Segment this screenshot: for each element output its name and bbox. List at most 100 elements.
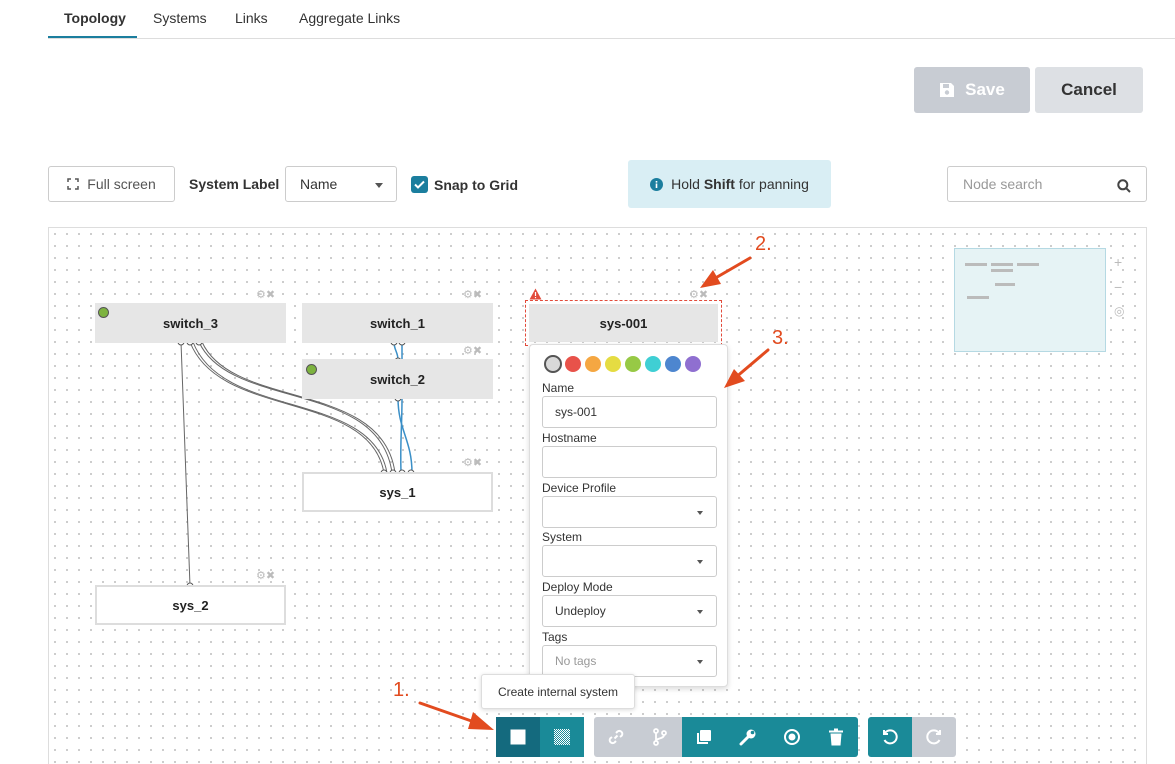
- checkmark-icon: [414, 180, 425, 189]
- node-label: switch_1: [370, 315, 425, 331]
- create-internal-system-button[interactable]: [496, 717, 540, 757]
- expand-icon: [67, 178, 80, 190]
- target-button[interactable]: [770, 717, 814, 757]
- tab-aggregate-links[interactable]: Aggregate Links: [299, 10, 401, 26]
- undo-button[interactable]: [868, 717, 912, 757]
- undo-icon: [883, 729, 898, 745]
- zoom-out-icon[interactable]: −: [1114, 279, 1123, 295]
- gear-icon[interactable]: ⚙✖: [689, 289, 709, 301]
- tags-label: Tags: [542, 630, 568, 644]
- branch-icon: [653, 728, 667, 746]
- node-switch-2[interactable]: switch_2: [302, 359, 493, 399]
- square-icon: [510, 729, 526, 745]
- system-label: System: [542, 530, 583, 544]
- node-label: sys_2: [172, 597, 209, 613]
- redo-icon: [926, 729, 941, 745]
- annotation-label-3: 3.: [772, 327, 789, 349]
- node-label: sys-001: [599, 315, 648, 331]
- link-switch3-sys2: [180, 341, 191, 587]
- chevron-down-icon: [697, 560, 703, 564]
- gear-icon[interactable]: ⚙✖: [463, 289, 483, 301]
- color-swatch-cyan[interactable]: [645, 356, 661, 372]
- tab-links[interactable]: Links: [235, 10, 268, 26]
- tab-topology[interactable]: Topology: [64, 10, 126, 26]
- tooltip-text: Create internal system: [497, 684, 619, 699]
- gear-icon[interactable]: ⚙✖: [463, 345, 483, 357]
- floppy-disk-icon: [940, 83, 955, 97]
- node-sys-001[interactable]: sys-001: [525, 300, 722, 346]
- system-label-label: System Label: [189, 176, 280, 192]
- node-search-placeholder: Node search: [963, 176, 1043, 192]
- link-switch3-sys1-a: [189, 341, 385, 474]
- node-properties-popover: Name sys-001 Hostname Device Profile Sys…: [529, 344, 728, 687]
- node-sys-2[interactable]: sys_2: [95, 585, 286, 625]
- snap-to-grid-label: Snap to Grid: [434, 177, 518, 193]
- cancel-button-label: Cancel: [1061, 80, 1117, 99]
- zoom-reset-icon[interactable]: ◎: [1114, 304, 1125, 318]
- node-search-input[interactable]: Node search: [947, 166, 1147, 202]
- name-value: sys-001: [555, 405, 598, 419]
- node-label: switch_2: [370, 371, 425, 387]
- info-prefix: Hold: [671, 176, 700, 192]
- edit-properties-button[interactable]: [726, 717, 770, 757]
- node-switch-3[interactable]: switch_3: [95, 303, 286, 343]
- color-swatch-purple[interactable]: [685, 356, 701, 372]
- system-select[interactable]: [542, 545, 717, 577]
- color-swatch-gray[interactable]: [544, 355, 562, 373]
- tags-placeholder: No tags: [555, 654, 597, 668]
- color-swatch-green[interactable]: [625, 356, 641, 372]
- color-swatch-red[interactable]: [565, 356, 581, 372]
- gear-icon[interactable]: ⚙✖: [463, 457, 483, 469]
- link-switch3-sys1-a2: [192, 341, 388, 474]
- chevron-down-icon: [697, 610, 703, 614]
- color-swatch-yellow[interactable]: [605, 356, 621, 372]
- color-swatch-blue[interactable]: [665, 356, 681, 372]
- gear-icon[interactable]: ⚙✖: [256, 570, 276, 582]
- copy-icon: [697, 730, 711, 744]
- color-swatch-orange[interactable]: [585, 356, 601, 372]
- hostname-input[interactable]: [542, 446, 717, 478]
- device-profile-select[interactable]: [542, 496, 717, 528]
- deploy-mode-select[interactable]: Undeploy: [542, 595, 717, 627]
- deploy-mode-label: Deploy Mode: [542, 580, 613, 594]
- snap-to-grid-checkbox[interactable]: [411, 176, 428, 193]
- minimap[interactable]: [954, 248, 1106, 352]
- redo-button[interactable]: [912, 717, 956, 757]
- checkered-square-icon: [554, 729, 570, 745]
- name-input[interactable]: sys-001: [542, 396, 717, 428]
- create-link-button[interactable]: [594, 717, 638, 757]
- node-switch-1[interactable]: switch_1: [302, 303, 493, 343]
- save-button-label: Save: [965, 80, 1005, 99]
- annotation-label-1: 1.: [393, 679, 410, 701]
- info-text: Hold Shift for panning: [671, 176, 809, 192]
- wrench-icon: [739, 729, 756, 746]
- info-suffix: for panning: [738, 176, 809, 192]
- chevron-down-icon: [697, 660, 703, 664]
- panning-info-banner: Hold Shift for panning: [628, 160, 831, 208]
- target-icon: [784, 729, 800, 745]
- delete-button[interactable]: [814, 717, 858, 757]
- active-tab-indicator: [48, 36, 137, 38]
- deploy-mode-value: Undeploy: [555, 604, 606, 618]
- cancel-button[interactable]: Cancel: [1035, 67, 1143, 113]
- create-branch-button[interactable]: [638, 717, 682, 757]
- full-screen-button[interactable]: Full screen: [48, 166, 175, 202]
- tab-systems[interactable]: Systems: [153, 10, 207, 26]
- link-switch2-sys1-b: [399, 397, 403, 474]
- zoom-in-icon[interactable]: +: [1114, 254, 1123, 270]
- chevron-down-icon: [375, 183, 383, 188]
- node-label: switch_3: [163, 315, 218, 331]
- system-label-select[interactable]: Name: [285, 166, 397, 202]
- status-dot: [306, 364, 317, 375]
- name-label: Name: [542, 381, 575, 395]
- node-sys-1[interactable]: sys_1: [302, 472, 493, 512]
- search-icon: [1117, 179, 1131, 193]
- save-button[interactable]: Save: [914, 67, 1030, 113]
- system-label-value: Name: [300, 176, 338, 192]
- create-external-system-button[interactable]: [540, 717, 584, 757]
- info-icon: [650, 177, 664, 191]
- gear-icon[interactable]: ⚙✖: [256, 289, 276, 301]
- trash-icon: [829, 728, 843, 746]
- full-screen-label: Full screen: [87, 176, 156, 192]
- clone-button[interactable]: [682, 717, 726, 757]
